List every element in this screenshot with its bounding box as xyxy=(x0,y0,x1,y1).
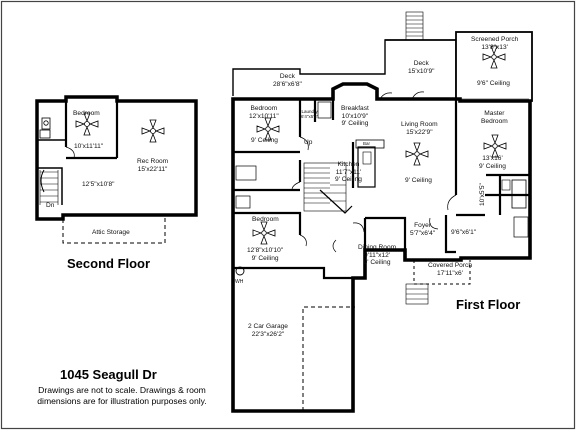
room-name: Laundry xyxy=(301,109,318,114)
room-name: Living Room xyxy=(401,121,438,128)
room-name: Foyer xyxy=(414,222,432,229)
room-ceiling: 9' Ceiling xyxy=(341,120,369,128)
bedroom-low-dims: 12'8"x10'10" 9' Ceiling xyxy=(247,247,283,262)
kitchen-label: Kitchen 11'7"x11' 9' Ceiling xyxy=(335,161,362,184)
room-name: Kitchen xyxy=(337,161,360,168)
second-floor-bedroom-dims: 10'x11'11" xyxy=(74,143,103,151)
room-dims: 11'7"x11' xyxy=(335,168,362,176)
breakfast-label: Breakfast 10'x10'9" 9' Ceiling xyxy=(341,105,369,128)
rec-room-label: Rec Room 15'x22'11" xyxy=(137,158,168,173)
room-name: Rec Room xyxy=(137,158,169,165)
room-dims: 12'x10'11" xyxy=(249,112,279,120)
room-ceiling: 9' Ceiling xyxy=(479,162,506,170)
dining-room-label: Dining Room 9'11"x12' 9' Ceiling xyxy=(358,244,396,267)
room-dims: 6'4"x5'5" xyxy=(301,114,319,119)
living-room-label: Living Room 15'x22'9" xyxy=(401,121,438,136)
bedroom-top-label: Bedroom 12'x10'11" xyxy=(249,105,279,120)
room-name: Bedroom xyxy=(252,216,279,223)
landing-dims: 12'5"x10'8" xyxy=(82,181,115,189)
room-name: Deck xyxy=(279,73,295,80)
room-ceiling: 9' Ceiling xyxy=(251,254,279,262)
room-dims: 15'x22'9" xyxy=(406,128,433,136)
first-floor-plan xyxy=(231,11,533,413)
room-dims: 12'8"x10'10" xyxy=(247,247,284,254)
room-name: Breakfast xyxy=(341,105,369,112)
screened-porch-ceiling: 9'6" Ceiling xyxy=(477,80,510,87)
garage-label: 2 Car Garage 22'3"x26'2" xyxy=(248,323,288,338)
disclaimer-note: Drawings are not to scale. Drawings & ro… xyxy=(22,385,222,407)
foyer-label: Foyer 5'7"x6'4" xyxy=(410,222,435,237)
master-bedroom-dims: 13'x16' 9' Ceiling xyxy=(479,155,506,170)
deck-right-label: Deck 15'x10'9" xyxy=(408,60,435,75)
room-dims: 10'x10'9" xyxy=(341,112,369,120)
room-name: Master xyxy=(484,110,505,117)
room-name-2: Bedroom xyxy=(481,117,508,125)
bedroom-top-ceiling: 9' Ceiling xyxy=(251,137,278,144)
first-floor-title: First Floor xyxy=(456,297,521,312)
room-dims: 13'x16' xyxy=(482,155,503,162)
second-floor-plan xyxy=(35,95,198,244)
room-dims: 5'7"x6'4" xyxy=(410,229,436,237)
second-floor-title: Second Floor xyxy=(67,256,151,271)
address-title: 1045 Seagull Dr xyxy=(60,367,157,382)
water-heater-label: WH xyxy=(235,279,244,285)
master-bath-dims: 10'x5'5" xyxy=(479,183,486,206)
closet-dims: 9'6"x6'1" xyxy=(451,229,477,236)
covered-porch-label: Covered Porch 17'11"x6' xyxy=(428,262,472,277)
room-dims: 22'3"x26'2" xyxy=(251,330,285,338)
disclaimer-line-2: dimensions are for illustration purposes… xyxy=(37,396,207,406)
room-name: Dining Room xyxy=(358,244,397,251)
second-floor-bedroom-label: Bedroom xyxy=(73,110,100,118)
room-dims: 28'6"x6'8" xyxy=(273,80,302,88)
room-ceiling: 9' Ceiling xyxy=(335,176,362,184)
room-name: Deck xyxy=(413,60,429,67)
stairs-down-label: Dn xyxy=(46,202,55,209)
room-dims: 15'x22'11" xyxy=(137,165,168,173)
screened-porch-label: Screened Porch 13'8"x13' xyxy=(471,36,518,51)
master-bedroom-label: Master Bedroom xyxy=(481,110,508,125)
laundry-label: Laundry 6'4"x5'5" xyxy=(301,109,318,119)
room-dims: 13'8"x13' xyxy=(481,43,508,51)
room-ceiling: 9' Ceiling xyxy=(363,259,391,267)
room-name: 2 Car Garage xyxy=(248,323,288,330)
disclaimer-line-1: Drawings are not to scale. Drawings & ro… xyxy=(38,385,206,395)
room-dims: 15'x10'9" xyxy=(408,67,435,75)
room-name: Bedroom xyxy=(73,110,100,117)
stairs-up-label: Up xyxy=(304,139,313,146)
deck-left-label: Deck 28'6"x6'8" xyxy=(273,73,302,88)
room-name: Bedroom xyxy=(250,105,278,112)
bar-label: Bar xyxy=(363,141,371,146)
room-dims: 10'x11'11" xyxy=(74,143,104,150)
room-name: Screened Porch xyxy=(471,36,519,43)
attic-storage-label: Attic Storage xyxy=(92,229,130,236)
room-dims: 17'11"x6' xyxy=(436,269,463,277)
room-dims: 12'5"x10'8" xyxy=(82,181,115,188)
living-room-ceiling: 9' Ceiling xyxy=(405,177,432,184)
room-name: Covered Porch xyxy=(428,262,472,269)
bedroom-low-label: Bedroom xyxy=(252,216,279,224)
room-dims: 9'11"x12' xyxy=(364,251,391,259)
